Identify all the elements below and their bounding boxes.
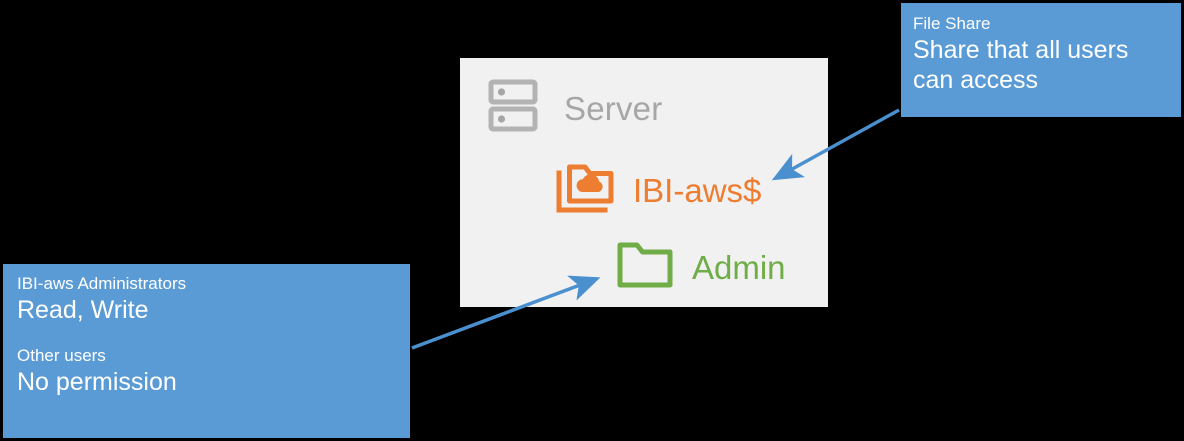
permissions-other-value: No permission (17, 368, 177, 396)
file-share-callout-line1: Share that all users (913, 36, 1129, 64)
file-share-label[interactable]: IBI-aws$ (633, 171, 762, 209)
admin-folder-label[interactable]: Admin (692, 249, 786, 286)
server-label: Server (564, 89, 663, 127)
server-panel: Server IBI-aws$ (460, 58, 828, 307)
server-entry: Server (488, 78, 662, 138)
permissions-other-title: Other users (17, 346, 106, 365)
permissions-group-value: Read, Write (17, 296, 149, 324)
server-icon (488, 78, 538, 138)
cloud-folder-icon[interactable] (555, 160, 617, 220)
file-share-entry[interactable]: IBI-aws$ (555, 160, 761, 220)
file-share-callout-line2: can access (913, 66, 1039, 94)
file-share-callout: File Share Share that all users can acce… (901, 3, 1181, 117)
permissions-callout: IBI-aws Administrators Read, Write Other… (3, 264, 410, 438)
folder-icon[interactable] (616, 240, 674, 295)
permissions-group-title: IBI-aws Administrators (17, 274, 187, 293)
permissions-spacer (17, 325, 396, 345)
file-share-callout-title: File Share (913, 14, 991, 33)
admin-folder-entry[interactable]: Admin (616, 240, 786, 295)
